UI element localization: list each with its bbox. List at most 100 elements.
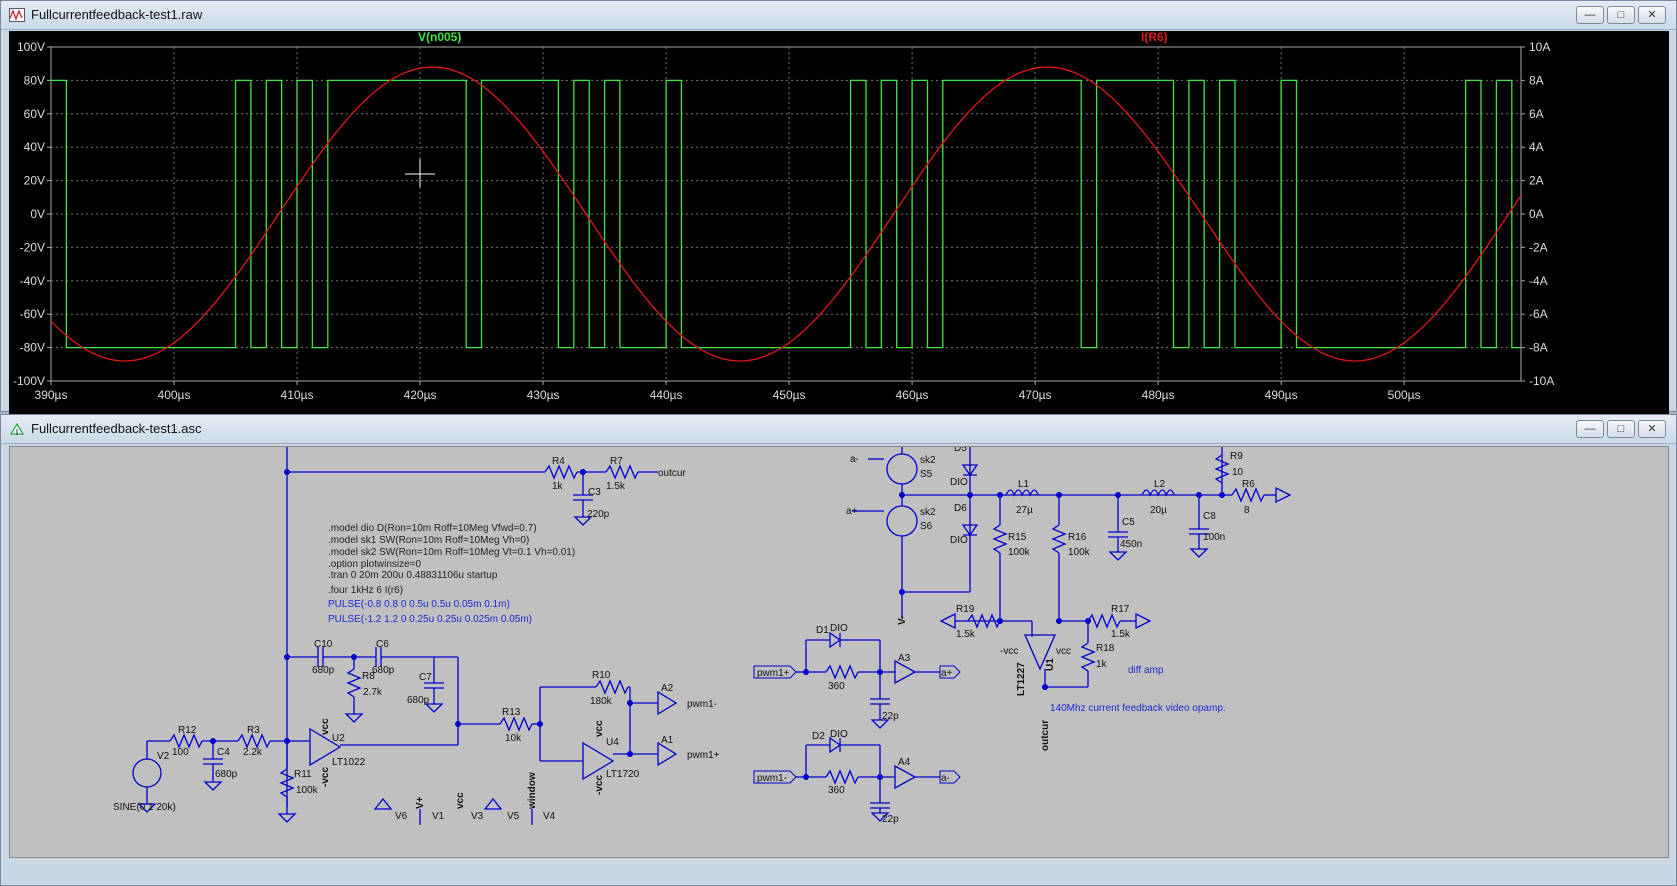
spice-directives[interactable]: .model dio D(Ron=10m Roff=10Meg Vfwd=0.7… (328, 523, 1226, 714)
minimize-button[interactable]: — (1576, 6, 1604, 24)
label-vcc-u1: vcc (1056, 646, 1071, 657)
label-r10: R10 (592, 670, 611, 681)
label-a3: A3 (898, 653, 911, 664)
label-l2: L2 (1154, 479, 1166, 490)
rotated-net-labels: vcc -vcc vcc -vcc V+ vcc window V- LT122… (320, 616, 1056, 810)
label-vcc-u2: vcc (320, 718, 331, 735)
schematic-window[interactable]: Fullcurrentfeedback-test1.asc — □ ✕ (0, 414, 1677, 886)
directive-model-sk2[interactable]: .model sk2 SW(Ron=10m Roff=10Meg Vt=0.1 … (328, 547, 575, 558)
label-vcc-u4: vcc (594, 720, 605, 737)
close-button[interactable]: ✕ (1638, 420, 1666, 438)
comment-diff-amp: diff amp (1128, 665, 1164, 676)
y-tick-label-left: 60V (24, 107, 45, 121)
label-d2-model: DIO (830, 729, 848, 740)
label-r19: R19 (956, 604, 975, 615)
schematic-titlebar[interactable]: Fullcurrentfeedback-test1.asc — □ ✕ (1, 415, 1676, 444)
waveform-app-icon (9, 8, 25, 22)
label-v1: V1 (432, 811, 445, 822)
flag-pwm1-minus-in: pwm1- (757, 773, 787, 784)
label-r6: R6 (1242, 479, 1255, 490)
label-d2: D2 (812, 731, 825, 742)
schematic-app-icon (9, 422, 25, 435)
close-button[interactable]: ✕ (1638, 6, 1666, 24)
directive-model-dio[interactable]: .model dio D(Ron=10m Roff=10Meg Vfwd=0.7… (328, 523, 537, 534)
x-tick-label: 490µs (1265, 388, 1298, 402)
label-r12: R12 (178, 725, 197, 736)
label-r17-value: 1.5k (1111, 629, 1131, 640)
y-tick-label-right: 6A (1529, 107, 1544, 121)
label-a2: A2 (661, 683, 674, 694)
x-tick-label: 450µs (773, 388, 806, 402)
directive-model-sk1[interactable]: .model sk1 SW(Ron=10m Roff=10Meg Vh=0) (328, 535, 529, 546)
label-c3-value: 220p (587, 509, 610, 520)
label-c5-value: 450n (1120, 539, 1142, 550)
waveform-titlebar[interactable]: Fullcurrentfeedback-test1.raw — □ ✕ (1, 1, 1676, 30)
y-tick-label-right: 0A (1529, 207, 1544, 221)
label-c7: C7 (419, 672, 432, 683)
label-sine: SINE(0 1 20k) (113, 802, 176, 813)
label-r15: R15 (1008, 532, 1027, 543)
y-tick-label-right: 8A (1529, 73, 1544, 87)
maximize-button[interactable]: □ (1607, 420, 1635, 438)
pulse-source-1[interactable]: PULSE(-0.8 0.8 0 0.5u 0.5u 0.05m 0.1m) (328, 599, 510, 610)
label-v5: V5 (507, 811, 520, 822)
label-r19-value: 1.5k (956, 629, 976, 640)
label-sk2-top: sk2 (920, 455, 936, 466)
label-r18: R18 (1096, 643, 1115, 654)
label-r12-value: 100 (172, 747, 189, 758)
label-r13: R13 (502, 707, 521, 718)
y-tick-label-right: -8A (1529, 341, 1548, 355)
trace-label-ir6[interactable]: I(R6) (1141, 30, 1168, 44)
schematic-canvas[interactable]: .model dio D(Ron=10m Roff=10Meg Vfwd=0.7… (9, 446, 1669, 858)
x-tick-label: 430µs (527, 388, 560, 402)
y-tick-label-left: -20V (20, 240, 45, 254)
pulse-source-2[interactable]: PULSE(-1.2 1.2 0 0.25u 0.25u 0.025m 0.05… (328, 614, 532, 625)
label-a-plus: a+ (846, 506, 858, 517)
flag-a-plus-out: a+ (941, 668, 953, 679)
label-c6: C6 (376, 639, 389, 650)
label-c10-value: 680p (312, 665, 335, 676)
label-neg-vcc-u4: -vcc (594, 775, 605, 795)
label-r13-value: 10k (505, 733, 522, 744)
directive-option[interactable]: .option plotwinsize=0 (328, 559, 422, 570)
directive-four[interactable]: .four 1kHz 6 I(r6) (328, 585, 403, 596)
label-r11-value: 100k (296, 785, 319, 796)
label-r7: R7 (610, 456, 623, 467)
label-neg-vcc-u1: -vcc (1000, 646, 1018, 657)
label-a-minus: a- (850, 454, 859, 465)
maximize-button[interactable]: □ (1607, 6, 1635, 24)
waveform-window-title: Fullcurrentfeedback-test1.raw (31, 7, 203, 22)
trace-vn005 (51, 79, 1521, 349)
schematic-wires (132, 447, 1292, 825)
label-neg-vcc-u2: -vcc (320, 767, 331, 787)
label-c5: C5 (1122, 517, 1135, 528)
label-lt1720: LT1720 (606, 769, 640, 780)
schematic-window-title: Fullcurrentfeedback-test1.asc (31, 421, 202, 436)
minimize-button[interactable]: — (1576, 420, 1604, 438)
net-flags: pwm1+ pwm1- a+ a- (753, 665, 961, 784)
label-r3-value: 2.2k (243, 747, 263, 758)
comment-video-opamp: 140Mhz current feedback video opamp. (1050, 703, 1226, 714)
label-outcur: outcur (658, 468, 686, 479)
y-tick-label-left: -100V (13, 374, 45, 388)
label-s6: S6 (920, 521, 933, 532)
waveform-chart[interactable]: 100V80V60V40V20V0V-20V-40V-60V-80V-100V … (9, 30, 1669, 433)
label-c3: C3 (588, 487, 601, 498)
waveform-window[interactable]: Fullcurrentfeedback-test1.raw — □ ✕ 100V… (0, 0, 1677, 433)
label-r7-value: 1.5k (606, 481, 626, 492)
label-u4: U4 (606, 737, 619, 748)
label-c6-value: 680p (372, 665, 395, 676)
schematic-drawing[interactable]: .model dio D(Ron=10m Roff=10Meg Vfwd=0.7… (10, 447, 1669, 858)
y-tick-label-left: 20V (24, 174, 45, 188)
label-v4: V4 (543, 811, 556, 822)
y-tick-label-left: 0V (30, 207, 45, 221)
directive-tran[interactable]: .tran 0 20m 200u 0.48831106u startup (328, 570, 498, 581)
label-d6: D6 (954, 503, 967, 514)
label-v-plus: V+ (415, 796, 426, 809)
label-c8: C8 (1203, 511, 1216, 522)
x-tick-label: 460µs (896, 388, 929, 402)
label-r18-value: 1k (1096, 659, 1108, 670)
label-s5: S5 (920, 469, 933, 480)
trace-label-vn005[interactable]: V(n005) (418, 30, 461, 44)
